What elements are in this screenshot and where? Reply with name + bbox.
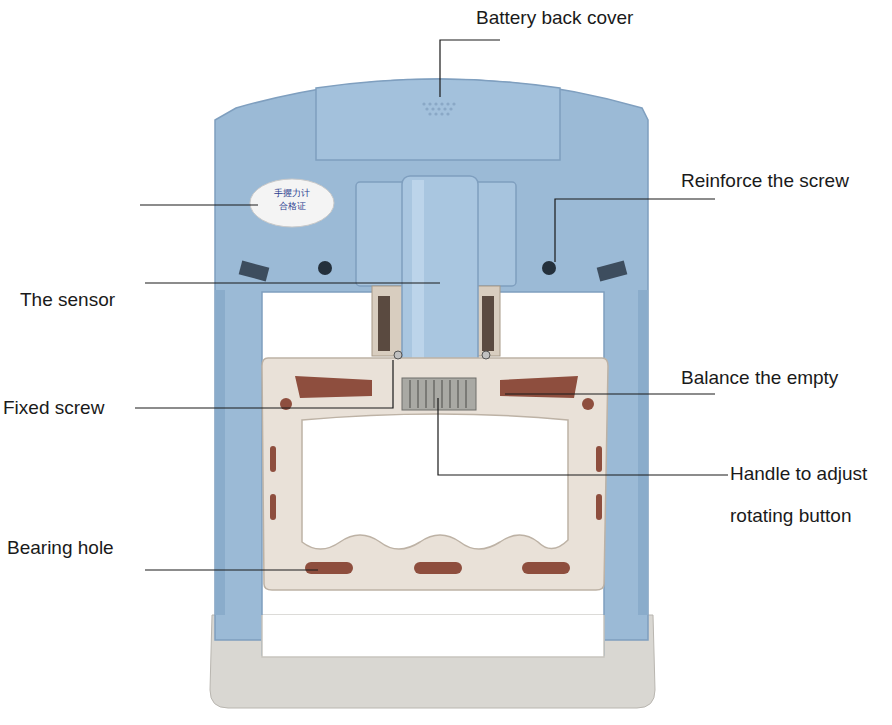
part-label: Bearing hole xyxy=(7,537,114,559)
base-edge xyxy=(262,615,604,657)
part-label: Handle to adjust rotating button xyxy=(730,453,888,537)
part-label: Fixed screw xyxy=(3,397,104,419)
rotating-knob xyxy=(402,378,476,410)
grip-opening xyxy=(262,615,604,657)
frame-shade xyxy=(215,290,225,615)
sticker xyxy=(250,179,334,227)
leader-lines xyxy=(135,40,728,570)
screw-hole xyxy=(318,261,332,275)
part-label: The sensor xyxy=(20,289,115,311)
battery-cover xyxy=(316,79,560,160)
notch xyxy=(597,261,628,282)
sensor-slot xyxy=(482,296,494,351)
notch xyxy=(239,261,270,282)
part-label: Reinforce the screw xyxy=(681,170,849,192)
part-label: Battery back cover xyxy=(476,7,633,29)
sticker-text: 手握力计 xyxy=(274,188,310,198)
part-label: Balance the empty xyxy=(681,367,838,389)
grip-base xyxy=(210,615,655,708)
sensor-column xyxy=(402,176,478,374)
sticker-text: 合格证 xyxy=(279,201,306,211)
sensor-slot xyxy=(378,296,390,351)
sensor-highlight xyxy=(412,180,424,370)
fixed-screw xyxy=(482,351,490,359)
screw-hole xyxy=(542,261,556,275)
frame-shade xyxy=(638,290,648,615)
blue-frame xyxy=(215,79,648,655)
fixed-screw xyxy=(394,351,402,359)
cover-grip-dots xyxy=(422,102,455,115)
grip-handle xyxy=(262,358,608,590)
